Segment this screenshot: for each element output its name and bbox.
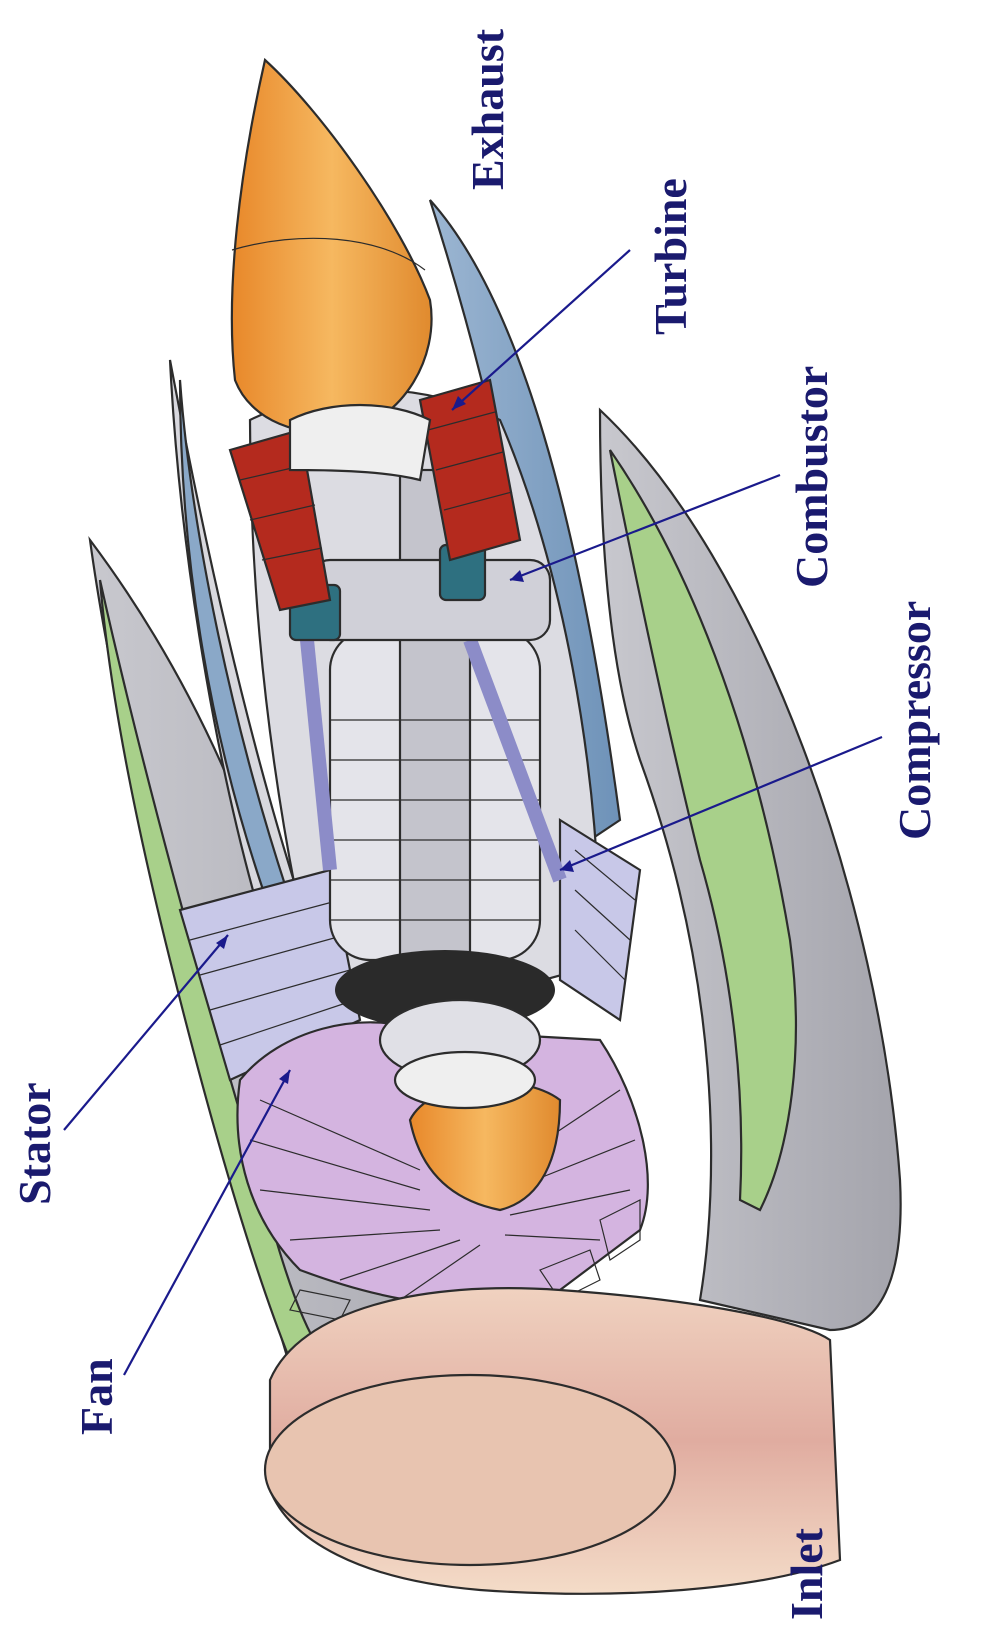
label-stator: Stator xyxy=(9,1082,60,1205)
exhaust-collar xyxy=(290,405,430,480)
label-compressor: Compressor xyxy=(889,601,940,840)
inlet-lip xyxy=(265,1375,675,1565)
label-combustor: Combustor xyxy=(786,366,837,588)
label-turbine: Turbine xyxy=(645,178,696,335)
label-inlet: Inlet xyxy=(781,1527,832,1620)
label-fan: Fan xyxy=(71,1358,122,1435)
label-exhaust: Exhaust xyxy=(462,28,513,190)
exhaust-cone xyxy=(232,60,432,433)
